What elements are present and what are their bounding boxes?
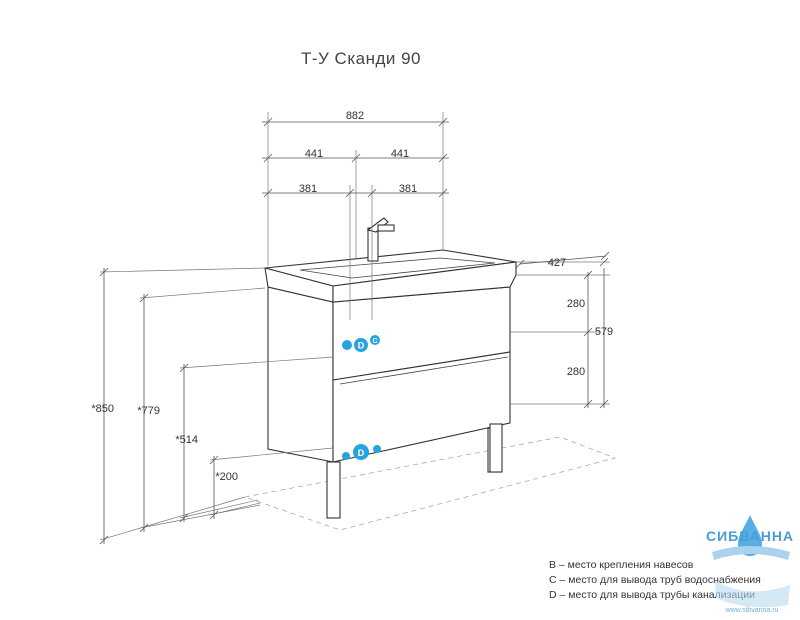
logo-url: www.sibvanna.ru	[725, 607, 779, 614]
marker-c-upper-label: C	[372, 338, 377, 345]
dim-441-right-label: 441	[391, 148, 409, 160]
logo-swoosh	[712, 546, 790, 560]
dimension-441: 441 441	[262, 148, 449, 258]
marker-c-upper	[370, 335, 380, 345]
dimension-779: *779	[137, 287, 266, 533]
dimension-514: *514	[175, 356, 334, 523]
dim-514-label: *514	[175, 434, 198, 446]
dimension-882: 882	[262, 110, 449, 266]
marker-b-left	[342, 452, 350, 460]
logo-watermark: СИБВАННА www.sibvanna.ru	[706, 515, 794, 614]
marker-group-lower: D	[342, 444, 381, 460]
marker-group-upper: D C	[342, 335, 380, 352]
basin-front	[332, 261, 517, 303]
dim-850-label: *850	[91, 403, 114, 415]
floor-outline	[243, 436, 617, 531]
dim-579-label: 579	[595, 326, 613, 338]
side-panel	[267, 286, 334, 463]
legend: B – место крепления навесов C – место дл…	[549, 559, 761, 601]
basin-bowl	[299, 257, 496, 279]
marker-d-lower-label: D	[358, 448, 365, 458]
marker-d-upper-label: D	[358, 341, 365, 351]
leg-front-right	[489, 423, 503, 473]
marker-d-upper	[354, 338, 368, 352]
dim-381-right-label: 381	[399, 183, 417, 195]
faucet-icon	[366, 217, 395, 262]
dimension-200: *200	[209, 447, 334, 520]
water-drop-icon	[738, 515, 762, 556]
dim-882-label: 882	[346, 110, 364, 122]
drawer-lower	[332, 351, 511, 463]
cabinet	[267, 286, 511, 519]
marker-b-right	[373, 445, 381, 453]
dimension-427: 427	[515, 251, 610, 269]
legend-item-d: D – место для вывода трубы канализации	[549, 589, 755, 601]
dimension-381: 381 381	[262, 183, 449, 320]
dim-381-left-label: 381	[299, 183, 317, 195]
dim-280-lower-label: 280	[567, 366, 585, 378]
leg-front-left	[326, 461, 341, 519]
marker-d-lower	[353, 444, 369, 460]
dim-441-left-label: 441	[305, 148, 323, 160]
dimension-850: *850	[91, 267, 266, 545]
marker-c-dot-left	[342, 340, 352, 350]
legend-item-b: B – место крепления навесов	[549, 559, 694, 571]
drawing-title: Т-У Сканди 90	[301, 49, 421, 68]
legend-item-c: C – место для вывода труб водоснабжения	[549, 574, 761, 586]
dimension-right: 280 280 579	[510, 257, 613, 409]
drawer-groove	[339, 356, 509, 385]
logo-name: СИБВАННА	[706, 528, 794, 544]
bathtub-icon	[715, 580, 790, 608]
dim-280-upper-label: 280	[567, 298, 585, 310]
dim-200-label: *200	[215, 471, 238, 483]
dim-427-label: 427	[548, 257, 566, 269]
dim-779-label: *779	[137, 405, 160, 417]
